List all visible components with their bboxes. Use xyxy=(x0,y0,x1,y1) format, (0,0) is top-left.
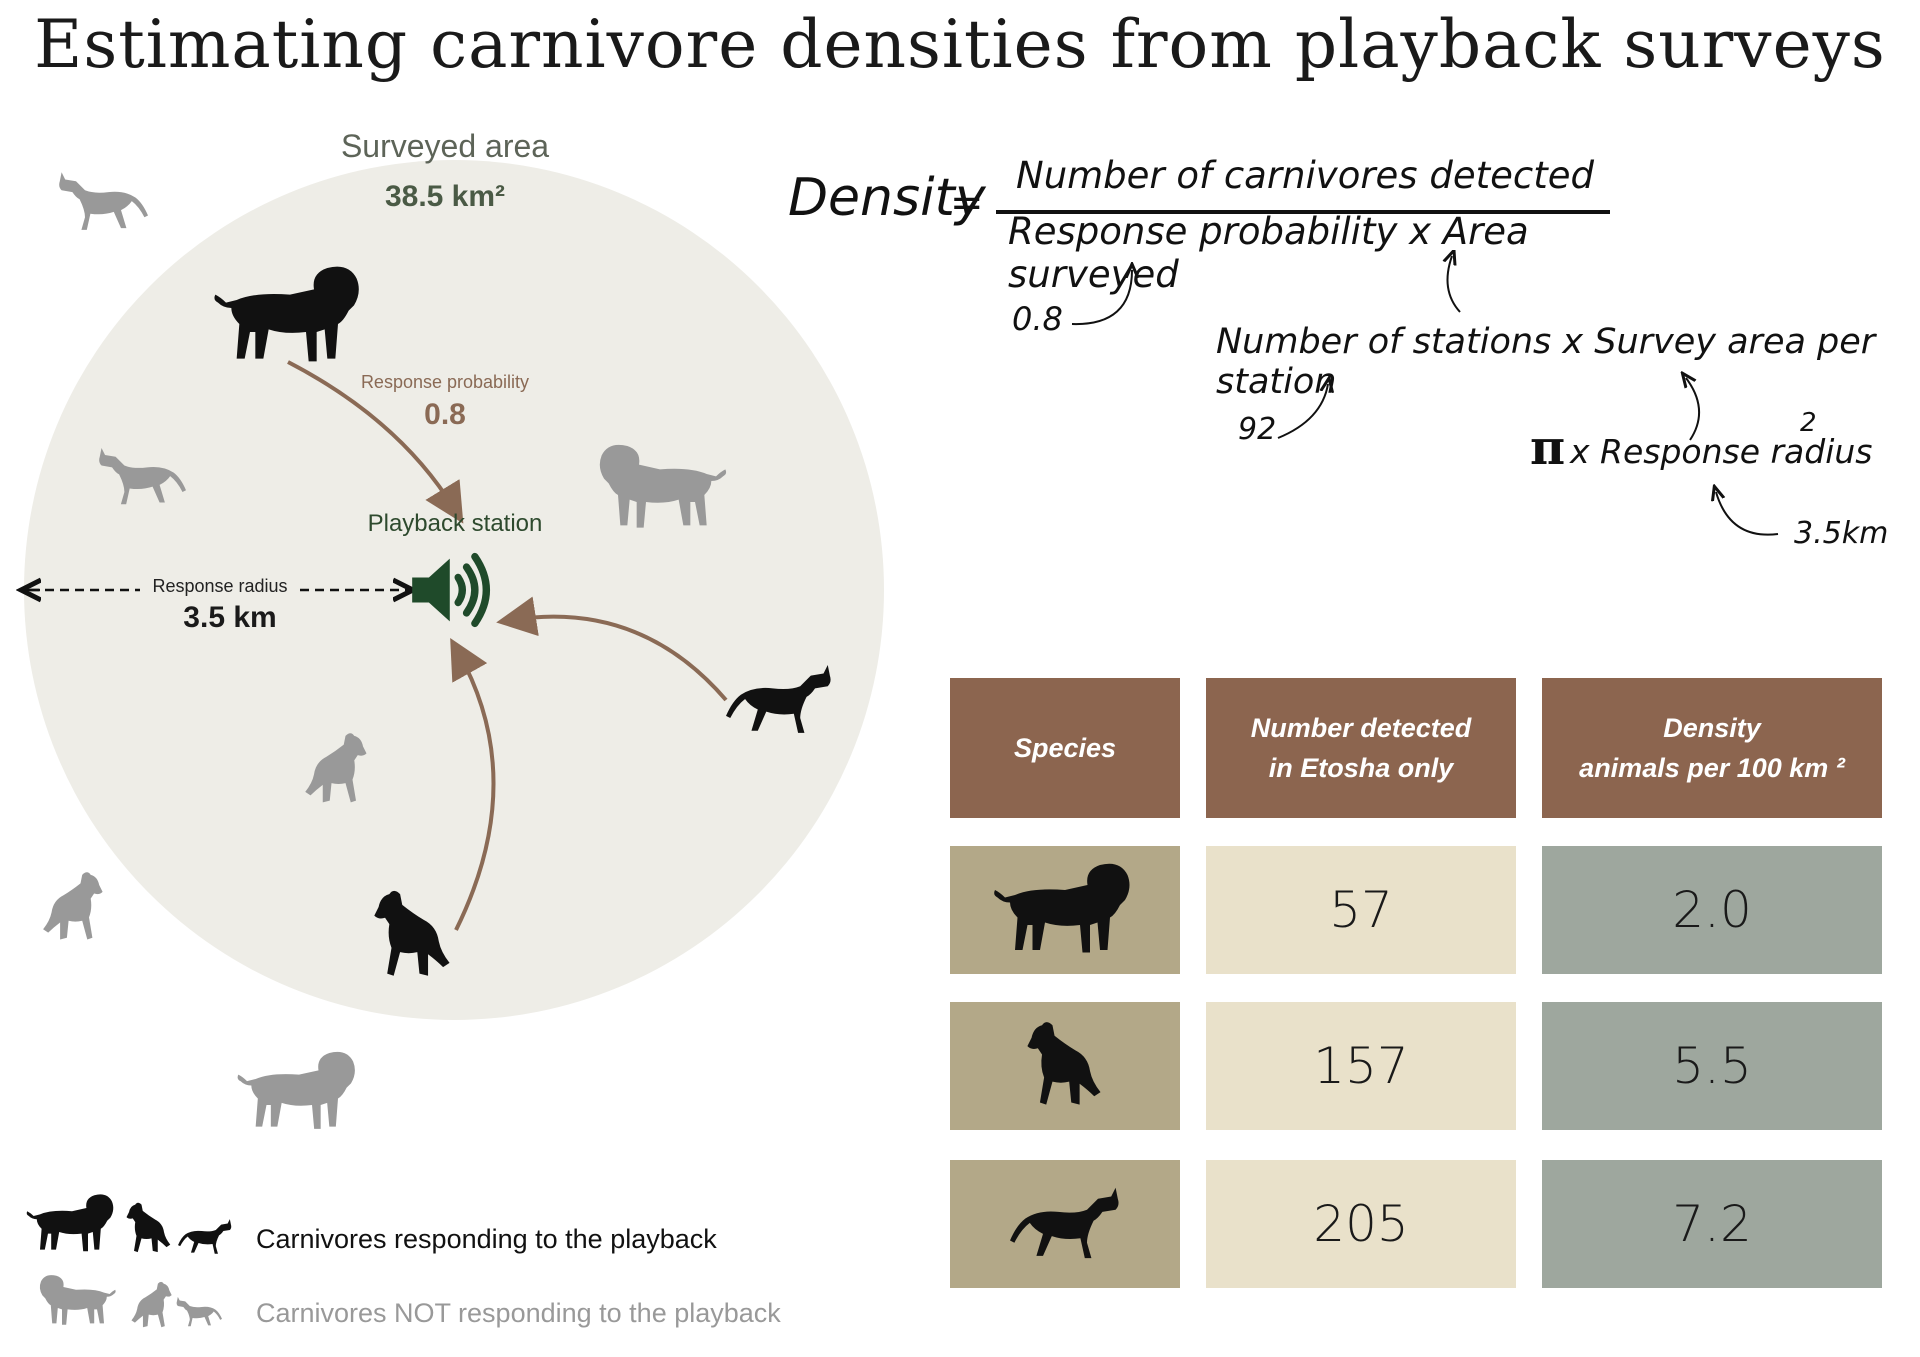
jackal-response-arrow xyxy=(496,596,728,702)
table-row-species-lion xyxy=(950,846,1180,974)
response-probability-label: Response probability xyxy=(360,372,530,392)
formula-denominator: Response probability x Area surveyed xyxy=(1008,210,1529,296)
hyena-icon xyxy=(38,866,106,950)
jackal-icon xyxy=(726,662,832,738)
table-cell-detected: 205 xyxy=(1206,1160,1516,1288)
stations-annotation: 92 xyxy=(1238,412,1277,447)
table-row-species-hyena xyxy=(950,1002,1180,1130)
jackal-icon xyxy=(98,444,186,510)
prob-annotation: 0.8 xyxy=(1012,300,1063,338)
table-cell-density: 7.2 xyxy=(1542,1160,1882,1288)
lion-icon xyxy=(210,262,370,370)
lion-icon xyxy=(234,1036,364,1148)
playback-station-label: Playback station xyxy=(367,510,543,537)
hyena-icon xyxy=(300,728,370,812)
table-cell-density: 2.0 xyxy=(1542,846,1882,974)
formula-numerator: Number of carnivores detected xyxy=(1016,154,1594,197)
exponent: 2 xyxy=(1800,408,1817,438)
lion-icon xyxy=(34,1266,118,1336)
response-radius-label: Response radius xyxy=(140,576,300,597)
table-cell-detected: 157 xyxy=(1206,1002,1516,1130)
page-title: Estimating carnivore densities from play… xyxy=(34,6,1886,83)
table-row-species-jackal xyxy=(950,1160,1180,1288)
diagram-arrows xyxy=(0,360,728,931)
table-header-species: Species xyxy=(950,678,1180,818)
lion-icon xyxy=(590,432,730,544)
jackal-icon xyxy=(178,1218,232,1256)
pi-symbol: π xyxy=(1530,420,1566,476)
area-expansion: Number of stations x Survey area per sta… xyxy=(1216,322,1876,402)
hyena-icon xyxy=(128,1278,174,1334)
jackal-icon xyxy=(1010,1185,1120,1263)
formula-arrows xyxy=(1071,250,1779,536)
lion-icon xyxy=(22,1192,122,1256)
jackal-icon xyxy=(176,1294,222,1330)
hyena-icon xyxy=(370,886,456,986)
table-cell-detected: 57 xyxy=(1206,846,1516,974)
hyena-icon xyxy=(1023,1019,1107,1113)
response-probability-value: 0.8 xyxy=(424,398,466,431)
surveyed-area-label: Surveyed area xyxy=(340,128,550,164)
surveyed-area-value: 38.5 km² xyxy=(384,180,506,213)
hyena-icon xyxy=(124,1200,174,1258)
fraction-bar xyxy=(996,210,1610,214)
legend-responding: Carnivores responding to the playback xyxy=(256,1224,717,1254)
formula-equals: = xyxy=(950,180,984,226)
legend-not-responding: Carnivores NOT responding to the playbac… xyxy=(256,1298,781,1328)
response-radius-value: 3.5 km xyxy=(183,601,277,634)
radius-annotation: 3.5km xyxy=(1794,516,1889,551)
jackal-icon xyxy=(58,168,148,236)
hyena-response-arrow xyxy=(450,638,496,931)
table-cell-density: 5.5 xyxy=(1542,1002,1882,1130)
lion-response-arrow xyxy=(287,360,464,524)
lion-icon xyxy=(990,860,1140,960)
speaker-icon xyxy=(408,548,502,632)
per-station-expansion: x Response radius xyxy=(1570,432,1873,471)
formula-density: Density xyxy=(788,168,986,228)
